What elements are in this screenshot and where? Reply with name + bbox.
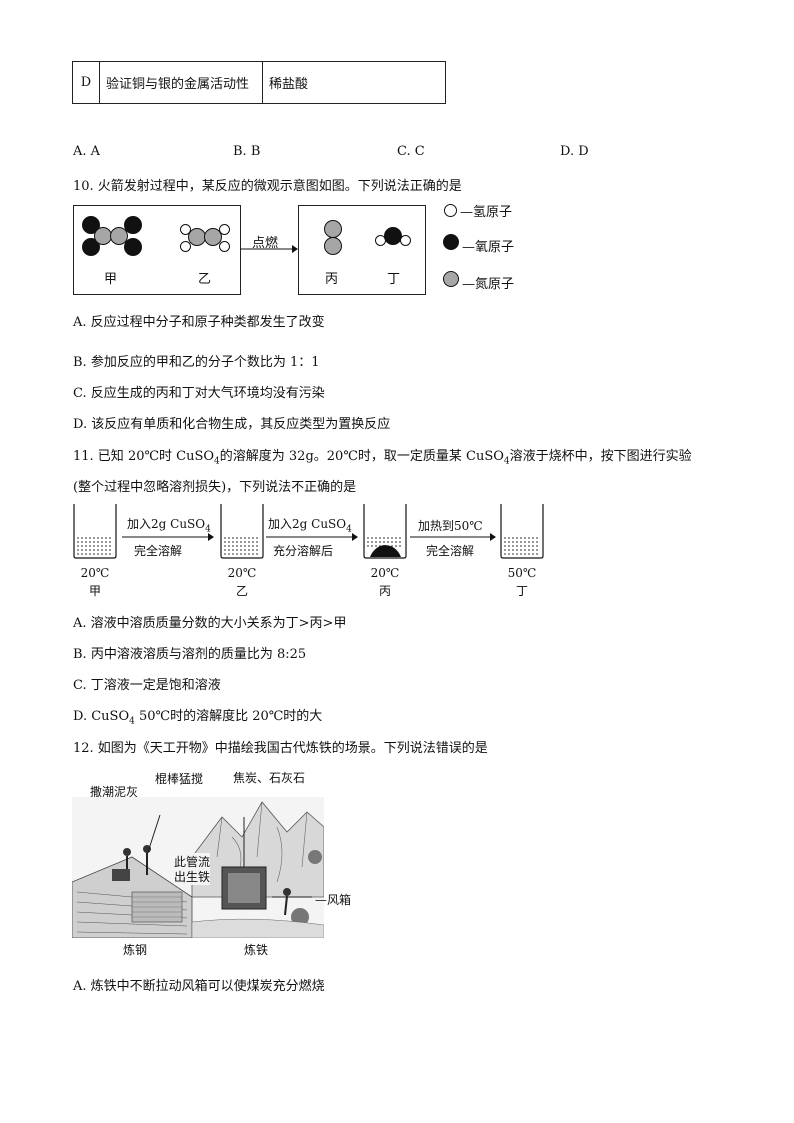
legend-oxygen: —氧原子	[462, 240, 515, 255]
reactants-box: 甲 乙	[73, 205, 241, 295]
q10-option-a: A. 反应过程中分子和原子种类都发生了改变	[73, 315, 325, 330]
nitrogen-atom	[324, 237, 342, 255]
label-pipe-2: 出生铁	[174, 868, 211, 885]
q11-option-b: B. 丙中溶液溶质与溶剂的质量比为 8:25	[73, 647, 307, 662]
step2-arrow	[266, 533, 358, 541]
label-lian-gang: 炼钢	[123, 943, 148, 957]
beaker-yi-name: 乙	[235, 584, 248, 598]
q9-option-b: B. B	[233, 144, 261, 159]
beaker-bing-temp: 20℃	[370, 566, 400, 580]
q11-stem-2: (整个过程中忽略溶剂损失)，下列说法不正确的是	[73, 480, 357, 495]
step3-bottom: 完全溶解	[426, 544, 475, 558]
step3-arrow	[410, 533, 496, 541]
table-cell-reagent: 稀盐酸	[262, 61, 446, 104]
label-lian-tie: 炼铁	[244, 943, 269, 957]
legend-nitrogen: —氮原子	[462, 277, 515, 292]
label-gun-bang: 棍棒猛搅	[155, 772, 204, 786]
nitrogen-atom	[204, 228, 222, 246]
hydrogen-atom	[219, 241, 230, 252]
reaction-condition: 点燃	[252, 236, 279, 251]
q10-option-c: C. 反应生成的丙和丁对大气环境均没有污染	[73, 386, 325, 401]
step2-bottom: 充分溶解后	[273, 544, 334, 558]
step1-arrow	[122, 533, 214, 541]
crystal-precipitate	[370, 545, 401, 557]
label-bing: 丙	[325, 272, 339, 287]
label-pipe-1: 此管流	[174, 853, 211, 870]
oxygen-atom	[124, 238, 142, 256]
q10-stem: 10. 火箭发射过程中，某反应的微观示意图如图。下列说法正确的是	[73, 179, 462, 194]
q11-option-d: D. CuSO4 50℃时的溶解度比 20℃时的大	[73, 709, 323, 727]
q9-option-c: C. C	[397, 144, 425, 159]
legend-hydrogen: —氢原子	[460, 205, 513, 220]
q11-option-a: A. 溶液中溶质质量分数的大小关系为丁>丙>甲	[73, 616, 347, 631]
hydrogen-atom	[180, 241, 191, 252]
q9-option-a: A. A	[73, 144, 101, 159]
oxygen-atom	[82, 238, 100, 256]
q9-option-d: D. D	[560, 144, 589, 159]
q11-stem: 11. 已知 20℃时 CuSO4的溶解度为 32g。20℃时，取一定质量某 C…	[73, 449, 692, 467]
table-cell-letter: D	[72, 61, 100, 104]
hydrogen-legend-icon	[444, 204, 457, 217]
beaker-bing-name: 丙	[378, 584, 391, 598]
step2-top: 加入2g CuSO4	[268, 517, 352, 535]
label-jiao-tan: 焦炭、石灰石	[233, 771, 306, 785]
hydrogen-atom	[219, 224, 230, 235]
step1-top: 加入2g CuSO4	[127, 517, 211, 535]
nitrogen-legend-icon	[443, 271, 459, 287]
q10-option-b: B. 参加反应的甲和乙的分子个数比为 1：1	[73, 355, 320, 370]
beaker-jia	[73, 504, 117, 559]
reaction-arrow	[240, 245, 298, 253]
hydrogen-atom	[400, 235, 411, 246]
beaker-yi-temp: 20℃	[227, 566, 257, 580]
q12-stem: 12. 如图为《天工开物》中描绘我国古代炼铁的场景。下列说法错误的是	[73, 741, 488, 756]
q12-option-a: A. 炼铁中不断拉动风箱可以使煤炭充分燃烧	[73, 979, 325, 994]
nitrogen-atom	[324, 220, 342, 238]
beaker-ding	[500, 504, 544, 559]
label-ding: 丁	[387, 272, 401, 287]
nitrogen-atom	[110, 227, 128, 245]
step3-top: 加热到50℃	[418, 519, 483, 533]
label-jia: 甲	[104, 272, 118, 287]
beaker-jia-temp: 20℃	[80, 566, 110, 580]
products-box: 丙 丁	[298, 205, 426, 295]
oxygen-legend-icon	[443, 234, 459, 250]
beaker-bing	[363, 504, 407, 559]
label-feng-xiang: —风箱	[315, 893, 352, 907]
step1-bottom: 完全溶解	[134, 544, 183, 558]
beaker-yi	[220, 504, 264, 559]
option-table: D 验证铜与银的金属活动性 稀盐酸	[72, 61, 446, 104]
beaker-ding-name: 丁	[515, 584, 528, 598]
label-yi: 乙	[198, 272, 212, 287]
beaker-ding-temp: 50℃	[507, 566, 537, 580]
oxygen-atom	[384, 227, 402, 245]
label-sa-chao-ni-hui: 撒潮泥灰	[90, 785, 139, 799]
table-cell-experiment: 验证铜与银的金属活动性	[99, 61, 263, 104]
q11-option-c: C. 丁溶液一定是饱和溶液	[73, 678, 221, 693]
oxygen-atom	[124, 216, 142, 234]
beaker-jia-name: 甲	[88, 584, 101, 598]
table-row: D 验证铜与银的金属活动性 稀盐酸	[72, 61, 446, 104]
q10-option-d: D. 该反应有单质和化合物生成，其反应类型为置换反应	[73, 417, 391, 432]
